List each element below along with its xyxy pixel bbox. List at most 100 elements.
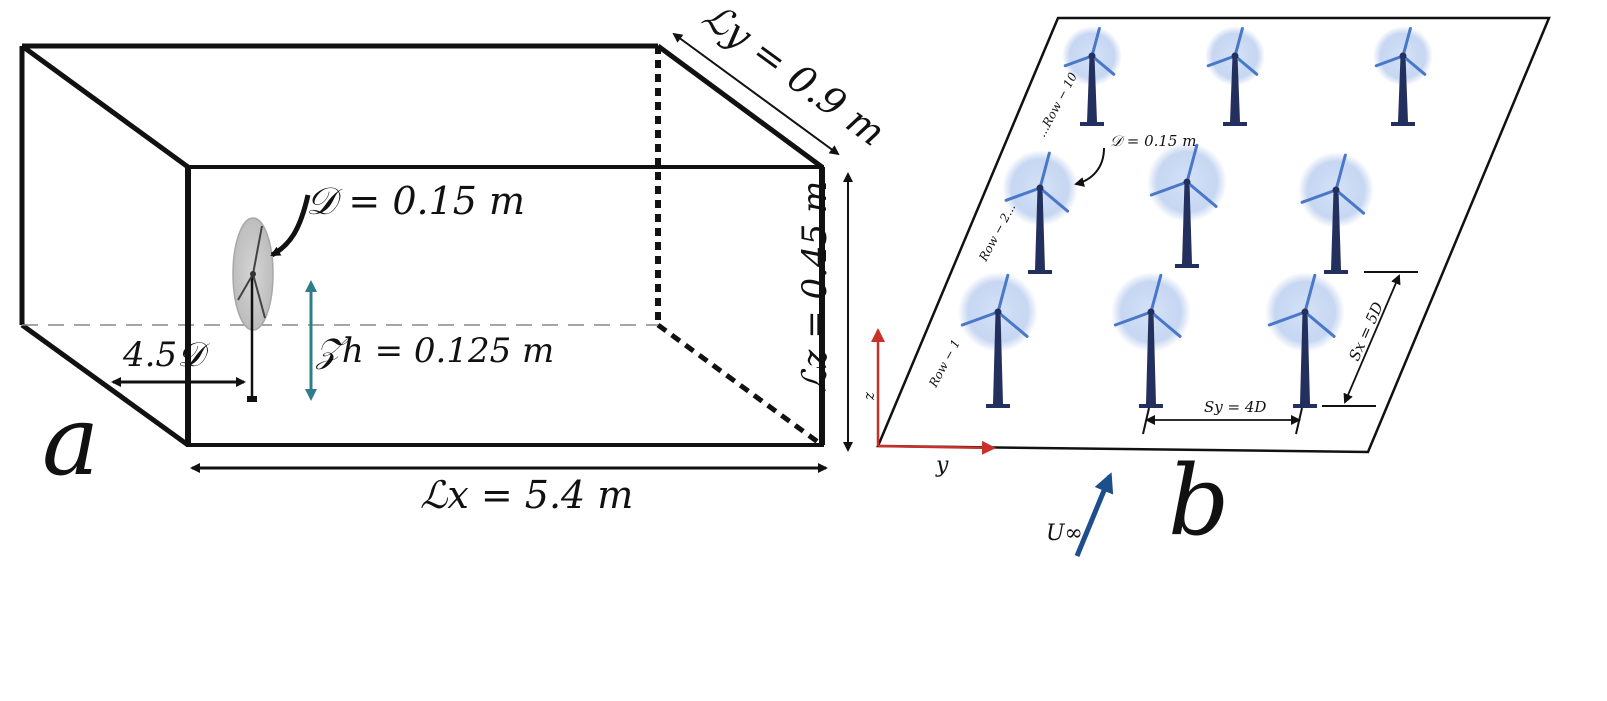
turbine-blade: [1401, 26, 1412, 58]
spacing-y-label: Sy = 4D: [1204, 398, 1266, 416]
turbine-hub: [1147, 308, 1155, 316]
turbine-hub: [1231, 52, 1239, 60]
box-edge-top-left-diag: [20, 43, 190, 170]
wind-turbine: [1205, 26, 1265, 126]
turbine-blade: [252, 225, 263, 275]
diameter-pointer-b: [1074, 147, 1105, 187]
turbine-hub: [1088, 52, 1096, 60]
length-y-label: ℒy = 0.9 m: [695, 0, 893, 155]
wind-turbine: [958, 272, 1038, 408]
row-label-1: Row − 1: [926, 337, 963, 390]
turbine-base: [1028, 270, 1052, 274]
turbine-blade: [1233, 26, 1244, 58]
farm-ground-plane: [876, 16, 1551, 454]
turbine-tower: [1087, 56, 1097, 122]
diameter-label-b: 𝒟 = 0.15 m: [1110, 132, 1196, 150]
turbine-hub: [250, 271, 256, 277]
turbine-blade: [996, 273, 1010, 314]
inflow-label: U∞: [1046, 521, 1083, 546]
turbine-blade: [996, 310, 1029, 338]
turbine-base: [1391, 122, 1415, 126]
turbine-blade: [1090, 26, 1101, 58]
tunnel-box: [19, 43, 825, 448]
turbine-blade: [1401, 54, 1427, 76]
turbine-tower: [1331, 190, 1341, 270]
turbine-tower: [993, 312, 1003, 404]
turbine-blade: [1149, 273, 1163, 314]
length-y-arrow: [672, 32, 840, 156]
turbine-hub: [1036, 184, 1044, 192]
turbine-hub: [1183, 178, 1191, 186]
turbine-blade: [1334, 153, 1347, 192]
turbine-blade: [1300, 188, 1338, 204]
turbine-base: [1080, 122, 1104, 126]
axis-y-label: y: [935, 453, 949, 478]
spacing-x-arrow: [1343, 274, 1401, 404]
spacing-y-tick-left: [1142, 407, 1150, 435]
wind-turbine: [1298, 152, 1374, 274]
turbine-blade: [1038, 151, 1051, 190]
wind-turbine: [1373, 26, 1433, 126]
turbine-blade: [252, 273, 266, 319]
turbine-blade: [1149, 180, 1189, 197]
turbine-blade: [1185, 143, 1199, 184]
turbine-blade: [1004, 186, 1042, 202]
axis-y-arrow: [877, 440, 996, 455]
turbine-base: [986, 404, 1010, 408]
inflow-arrow: [1074, 472, 1114, 557]
hub-height-label: 𝒵h = 0.125 m: [315, 331, 554, 371]
turbine-blade: [1267, 310, 1307, 327]
row-label-10: ...Row − 10: [1034, 70, 1080, 140]
wind-turbine: [1111, 272, 1191, 408]
upstream-distance-label: 4.5𝒟: [122, 335, 210, 375]
turbine-array: [958, 26, 1433, 408]
row-label-2: Row − 2...: [976, 201, 1019, 264]
turbine-blade: [1185, 180, 1218, 208]
turbine-tower: [1300, 312, 1310, 404]
turbine-tower: [1035, 188, 1045, 270]
panel-a: 𝒟 = 0.15 m 𝒵h = 0.125 m 4.5𝒟 ℒx = 5.4 m …: [19, 0, 893, 517]
wind-turbine: [1265, 272, 1345, 408]
turbine-blade: [1303, 310, 1336, 338]
turbine-tower: [1182, 182, 1192, 264]
turbine-base: [1175, 264, 1199, 268]
axis-z-label: z: [860, 392, 878, 401]
turbine-tower: [1230, 56, 1240, 122]
length-x-label: ℒx = 5.4 m: [420, 473, 633, 517]
turbine-base: [1324, 270, 1348, 274]
turbine-model: [232, 217, 274, 402]
turbine-blade: [1063, 54, 1094, 68]
wind-turbine: [1002, 150, 1078, 274]
panel-letter-b: b: [1168, 445, 1229, 557]
wind-turbine: [1147, 142, 1227, 268]
turbine-hub: [1301, 308, 1309, 316]
turbine-base: [1139, 404, 1163, 408]
turbine-blade: [1113, 310, 1153, 327]
panel-letter-a: a: [42, 385, 99, 497]
turbine-base: [247, 396, 257, 402]
turbine-blade: [1374, 54, 1405, 68]
turbine-base: [1223, 122, 1247, 126]
spacing-y-tick-right: [1295, 407, 1303, 435]
panel-b: 𝒟 = 0.15 m Row − 1 Row − 2... ...Row − 1…: [860, 16, 1551, 557]
turbine-blade: [1038, 186, 1070, 213]
turbine-blade: [237, 273, 254, 301]
box-edge-bottom-left-diag: [20, 322, 190, 448]
turbine-blade: [1149, 310, 1182, 338]
turbine-base: [1293, 404, 1317, 408]
length-z-label: ℒz = 0.45 m: [795, 181, 835, 392]
turbine-tower: [1398, 56, 1408, 122]
diameter-pointer: [270, 194, 311, 258]
wind-turbine: [1062, 26, 1122, 126]
rotor-diameter-label: 𝒟 = 0.15 m: [306, 179, 525, 223]
turbine-hub: [994, 308, 1002, 316]
turbine-tower: [1146, 312, 1156, 404]
turbine-blade: [1206, 54, 1237, 68]
turbine-blade: [960, 310, 1000, 327]
turbine-blade: [1233, 54, 1259, 76]
turbine-blade: [1303, 273, 1317, 314]
turbine-hub: [1399, 52, 1407, 60]
turbine-blade: [1090, 54, 1116, 76]
turbine-hub: [1332, 186, 1340, 194]
